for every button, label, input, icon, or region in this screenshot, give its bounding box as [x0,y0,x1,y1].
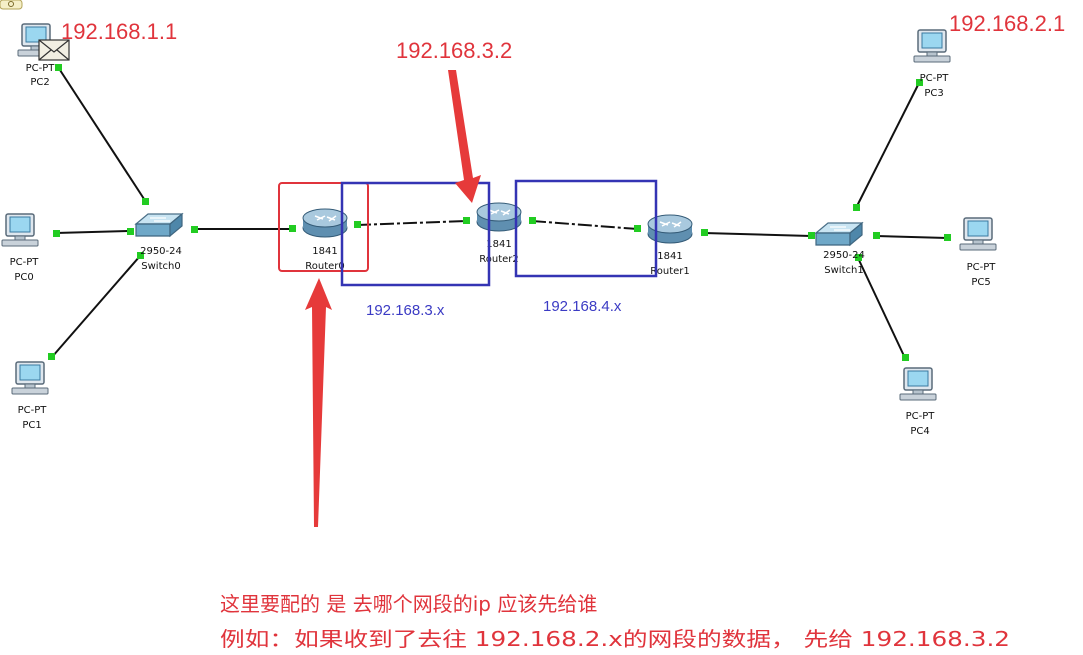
link-pc0-switch0 [55,230,131,234]
ip-pc2-label: 192.168.1.1 [61,19,177,44]
pc3-name-label: PC3 [924,88,943,99]
switch0-name-label: Switch0 [141,261,180,272]
link-switch1-pc5 [875,235,948,239]
pc5-type-label: PC-PT [967,262,997,273]
pc2-type-label: PC-PT [26,63,56,74]
note-line-2: 例如：如果收到了去往 192.168.2.x的网段的数据， 先给 192.168… [220,627,1010,651]
link-router1-switch1 [703,232,812,237]
pc1-icon [11,361,49,395]
pc1-name-label: PC1 [22,420,41,431]
switch0-device[interactable]: 2950-24 Switch0 [135,213,183,272]
pc2-device[interactable]: PC-PT PC2 [17,23,56,88]
lock-icon[interactable] [0,0,23,10]
router0-icon [302,208,348,238]
switch1-name-label: Switch1 [824,265,863,276]
network-3-box [340,181,491,287]
envelope-icon[interactable] [38,39,70,61]
pc3-icon [913,29,951,63]
ip-pc3-label: 192.168.2.1 [949,11,1065,36]
arrow-down-icon [448,70,481,203]
network-links [51,66,948,359]
pc0-name-label: PC0 [14,272,33,283]
router0-type-label: 1841 [312,246,337,257]
router1-icon [647,214,693,244]
port-lights [48,64,951,361]
link-switch1-pc3 [855,82,920,209]
pc4-icon [899,367,937,401]
arrow-up-icon [305,278,332,527]
router0-name-label: Router0 [305,261,345,272]
router2-name-label: Router2 [479,254,519,265]
router1-device[interactable]: 1841 Router1 [647,214,693,277]
switch0-icon [135,213,183,237]
pc0-icon [1,213,39,247]
pc4-device[interactable]: PC-PT PC4 [899,367,937,437]
router2-type-label: 1841 [486,239,511,250]
pc0-type-label: PC-PT [10,257,40,268]
switch0-type-label: 2950-24 [140,246,182,257]
ip-router2-label: 192.168.3.2 [396,38,512,63]
link-router2-router1 [531,220,638,230]
pc0-device[interactable]: PC-PT PC0 [1,213,40,283]
router2-device[interactable]: 1841 Router2 [476,202,522,265]
link-pc2-switch0 [57,66,147,203]
pc4-type-label: PC-PT [906,411,936,422]
router1-name-label: Router1 [650,266,690,277]
pc2-name-label: PC2 [30,77,49,88]
pc5-name-label: PC5 [971,277,990,288]
pc1-device[interactable]: PC-PT PC1 [11,361,49,431]
router0-device[interactable]: 1841 Router0 [302,208,348,272]
note-line-1: 这里要配的 是 去哪个网段的ip 应该先给谁 [220,592,597,616]
pc5-icon [959,217,997,251]
link-pc1-switch0 [51,255,141,358]
pc1-type-label: PC-PT [18,405,48,416]
link-switch1-pc4 [857,257,906,359]
router0-highlight-box [278,182,369,272]
link-router0-router2 [356,220,467,226]
network-4-box [514,179,658,278]
router1-type-label: 1841 [657,251,682,262]
pc4-name-label: PC4 [910,426,929,437]
pc3-type-label: PC-PT [920,73,950,84]
pc5-device[interactable]: PC-PT PC5 [959,217,997,288]
switch1-device[interactable]: 2950-24 Switch1 [815,222,865,276]
network-3-label: 192.168.3.x [366,302,445,319]
network-4-label: 192.168.4.x [543,298,622,315]
switch1-icon [815,222,863,246]
router2-icon [476,202,522,232]
switch1-type-label: 2950-24 [823,250,865,261]
pc3-device[interactable]: PC-PT PC3 [913,29,951,99]
